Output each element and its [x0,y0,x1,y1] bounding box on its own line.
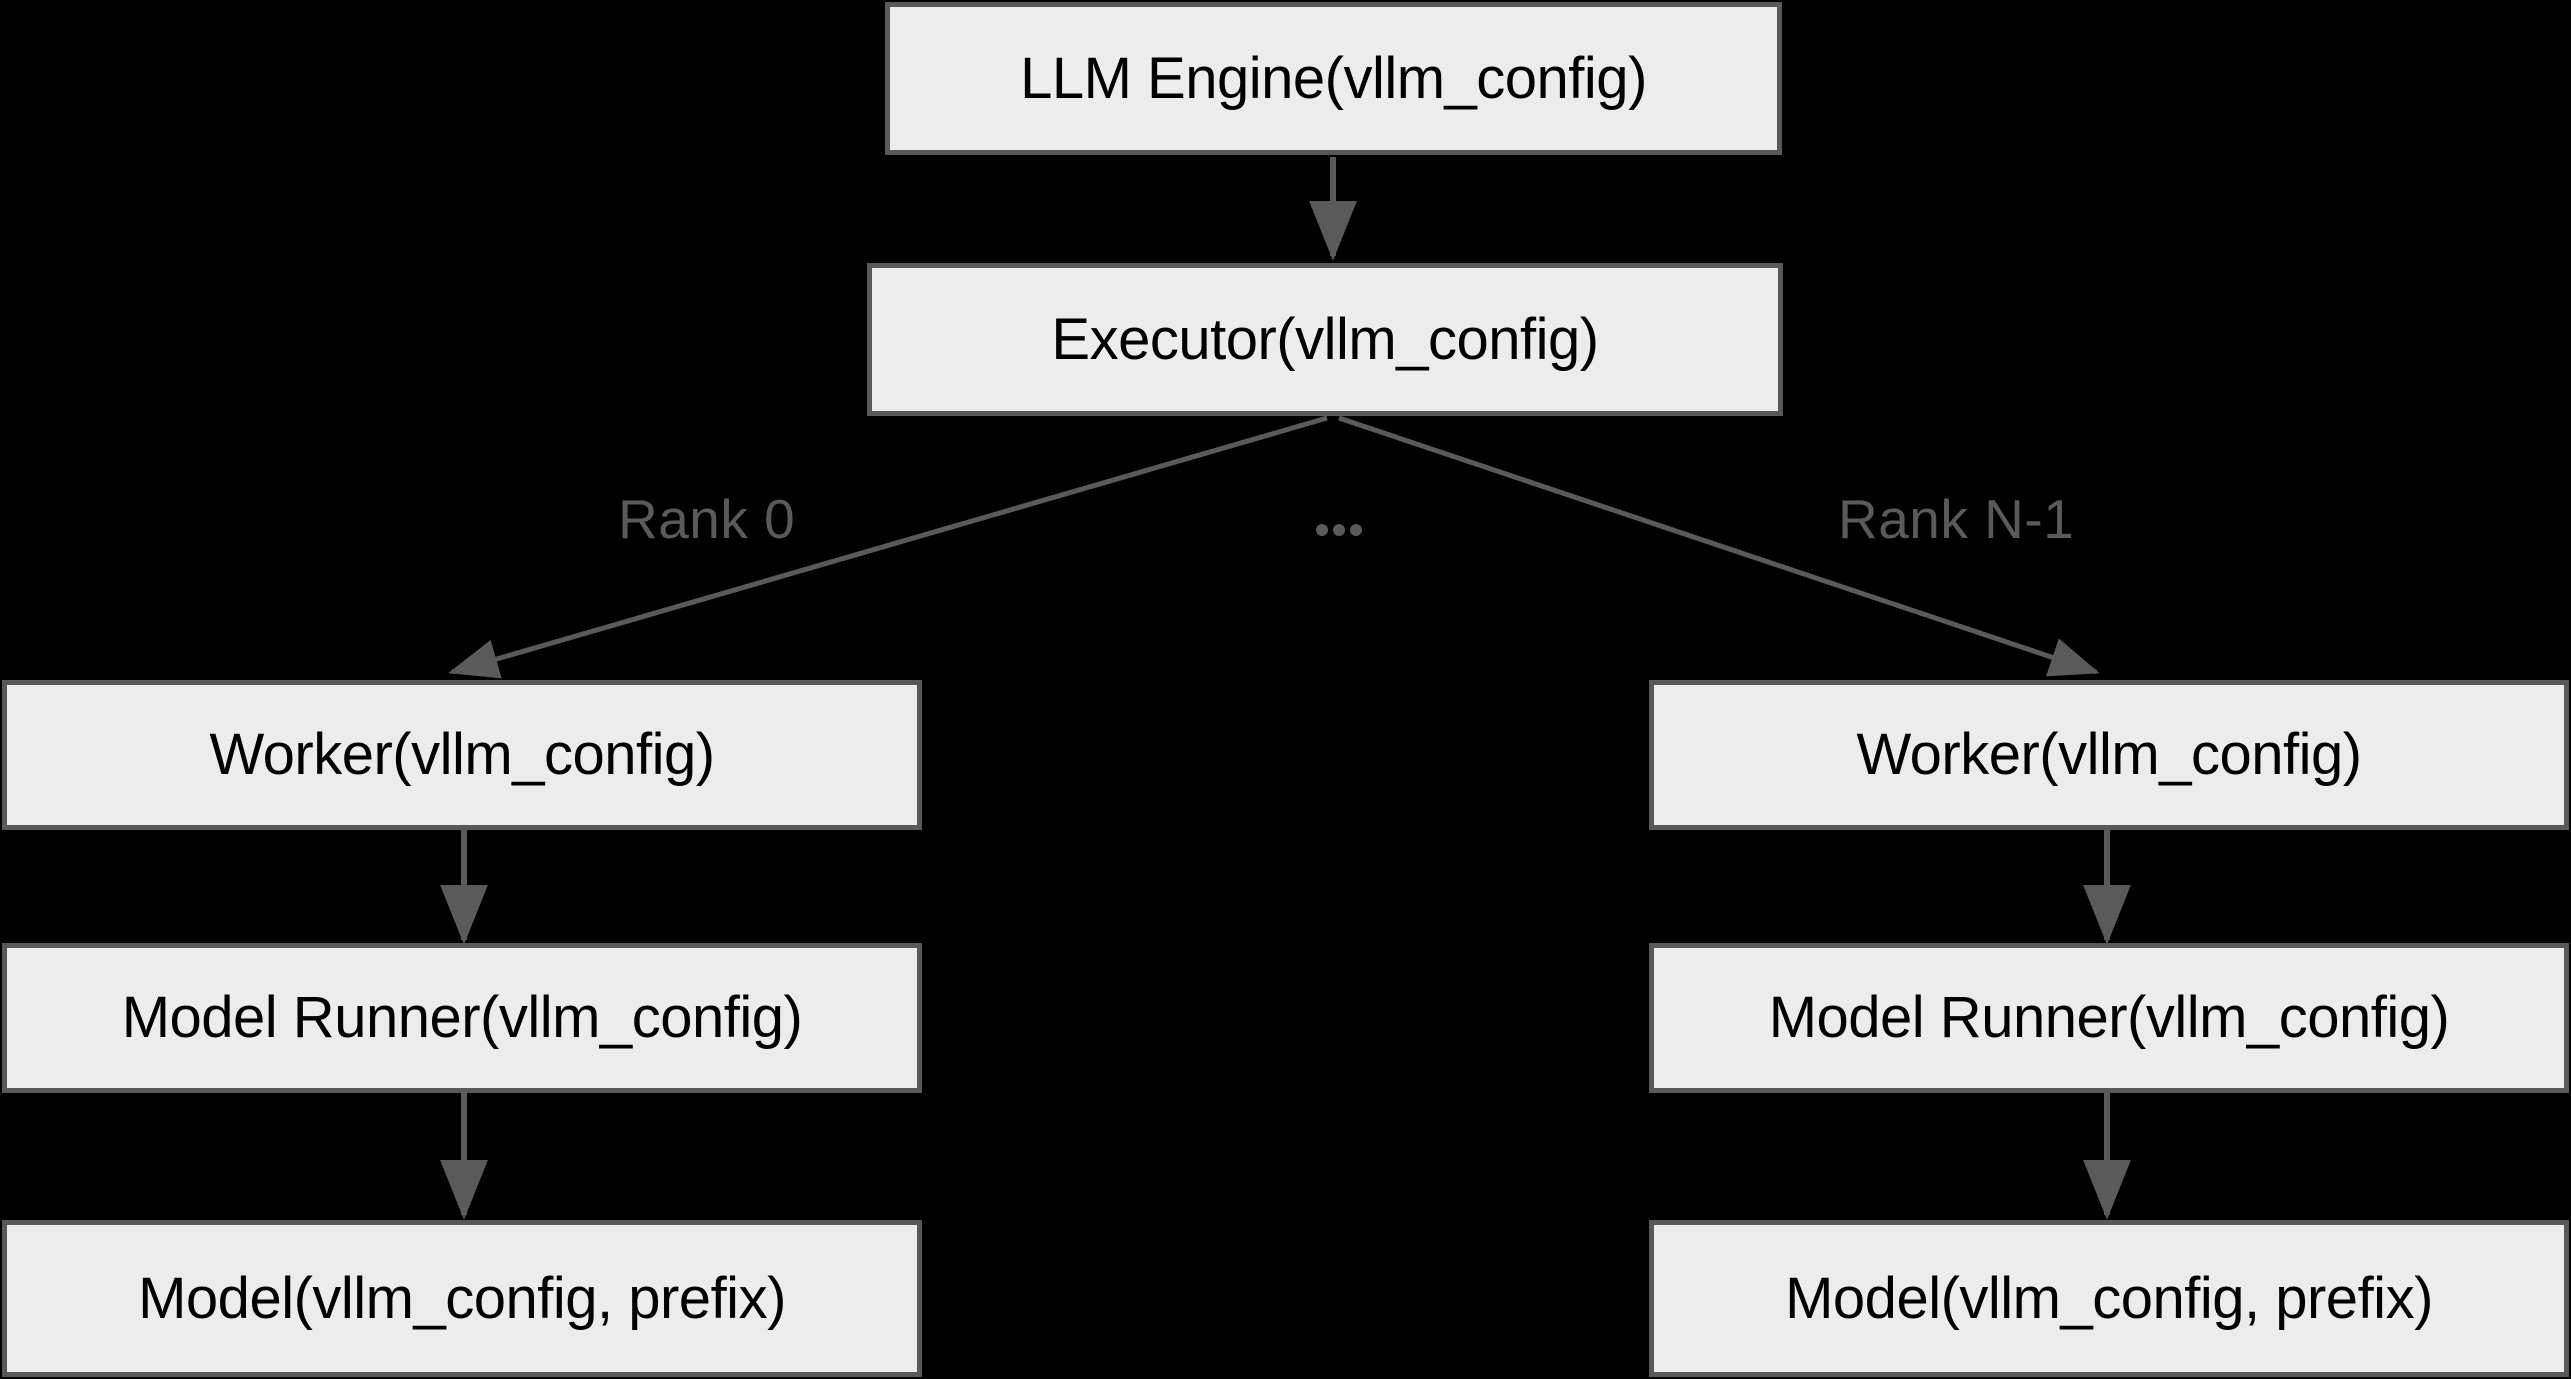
node-model-rankn[interactable]: Model(vllm_config, prefix) [1649,1220,2569,1377]
node-worker-rank0-label: Worker(vllm_config) [209,722,715,787]
node-model-rank0[interactable]: Model(vllm_config, prefix) [2,1220,922,1377]
ellipsis-dot-2 [1333,524,1345,536]
node-model-rankn-label: Model(vllm_config, prefix) [1785,1265,2433,1331]
edge-executor-to-worker-rank0 [448,415,1328,679]
node-worker-rankn-label: Worker(vllm_config) [1856,722,2362,787]
node-model-runner-rank0-label: Model Runner(vllm_config) [121,985,803,1050]
ellipsis-dot-3 [1350,524,1362,536]
node-executor-label: Executor(vllm_config) [1051,306,1599,372]
node-llm-engine-label: LLM Engine(vllm_config) [1020,45,1647,111]
node-llm-engine[interactable]: LLM Engine(vllm_config) [885,2,1782,155]
node-model-runner-rank0[interactable]: Model Runner(vllm_config) [2,943,922,1093]
node-worker-rankn[interactable]: Worker(vllm_config) [1649,680,2569,830]
node-worker-rank0[interactable]: Worker(vllm_config) [2,680,922,830]
node-model-rank0-label: Model(vllm_config, prefix) [138,1265,786,1331]
node-model-runner-rankn-label: Model Runner(vllm_config) [1768,985,2450,1050]
node-executor[interactable]: Executor(vllm_config) [867,263,1783,416]
edge-label-rank-0: Rank 0 [618,488,796,550]
node-model-runner-rankn[interactable]: Model Runner(vllm_config) [1649,943,2569,1093]
edge-label-rank-n-1: Rank N-1 [1838,488,2075,550]
edge-label-rank-ellipsis [1316,524,1362,536]
ellipsis-dot-1 [1316,524,1328,536]
